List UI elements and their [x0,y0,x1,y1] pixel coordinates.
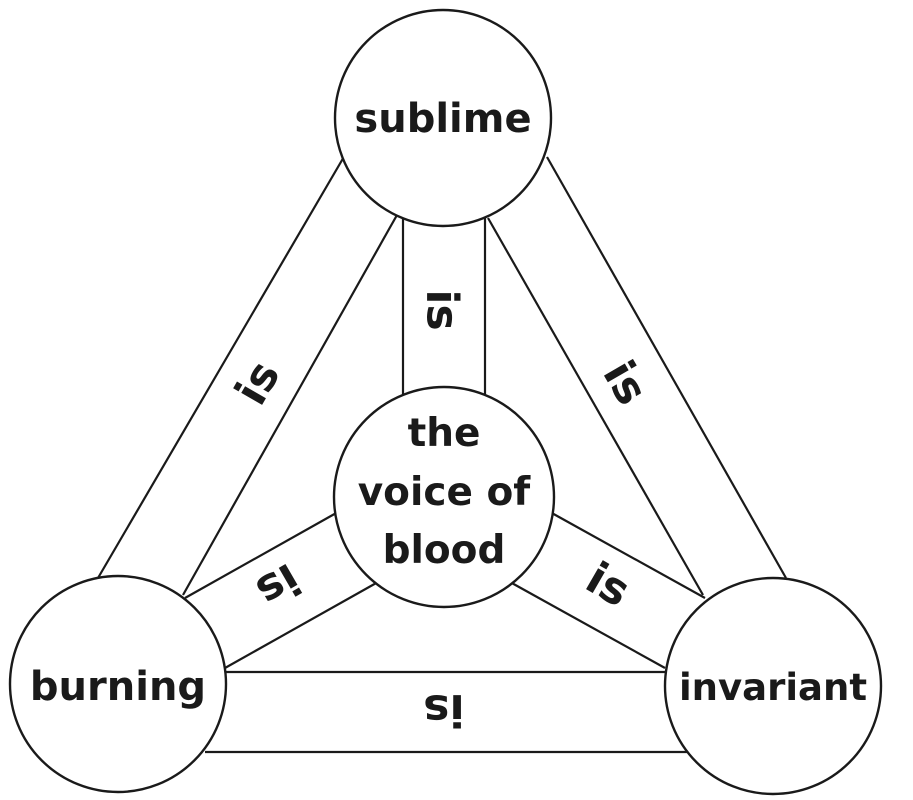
band-center-left-a [184,511,339,599]
band-center-right-b [509,581,666,669]
node-center-line-1: the [408,411,481,456]
edge-label-top-left: is [226,352,291,413]
node-left-label: burning [30,664,206,710]
band-center-right-a [549,511,706,599]
connector-bands [97,154,787,754]
edge-label-center-left: is [247,553,308,618]
node-right-label: invariant [679,666,867,709]
edge-label-center-right: is [577,553,638,618]
band-top-left-a [97,154,346,579]
node-right-circle [663,576,883,796]
band-top-right-b [487,217,704,596]
node-center-circle [332,385,556,609]
edge-label-top-center: is [417,289,468,330]
node-center-line-3: blood [383,528,506,573]
band-center-left-b [224,581,379,669]
node-right: invariant [663,576,883,796]
node-top-circle [333,8,553,228]
edge-label-left-right: is [423,685,464,736]
node-top: sublime [333,8,553,228]
node-center: the voice of blood [332,385,556,609]
node-top-label: sublime [354,96,531,142]
node-center-line-2: voice of [358,470,532,515]
band-top-left-b [182,214,398,596]
node-left-circle [8,574,228,794]
edge-label-top-right: is [593,352,658,413]
node-left: burning [8,574,228,794]
band-top-right-a [546,156,787,579]
